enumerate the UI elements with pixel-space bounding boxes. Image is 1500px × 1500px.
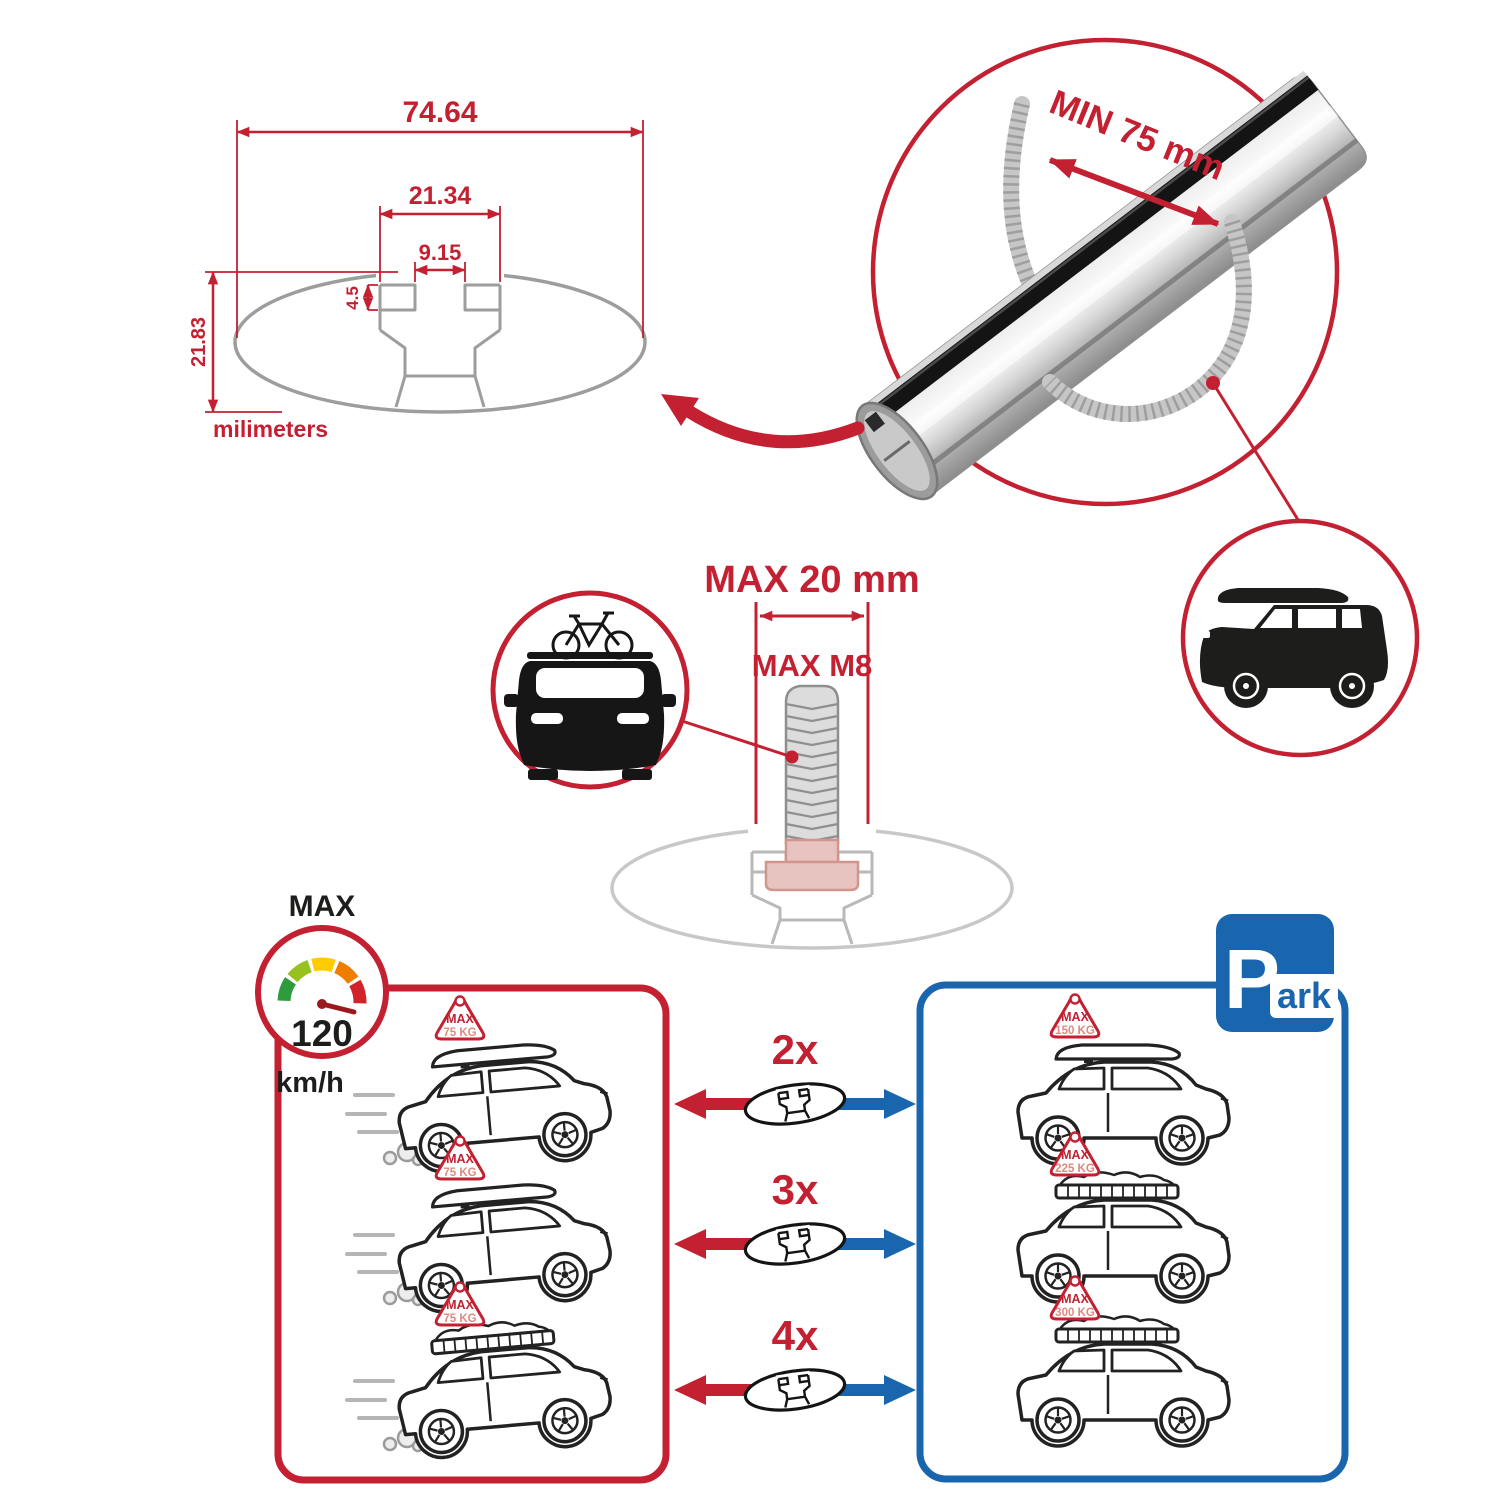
speed-max-label: MAX [289, 890, 356, 923]
badge-value: 75 KG [443, 1313, 476, 1325]
badge-value: 225 KG [1055, 1163, 1095, 1175]
crossbar-cross-section-diagram: 74.64 21.34 9.15 4.5 21.83 milimeters [188, 96, 647, 442]
speed-limit-badge: MAX 120 km/h [255, 890, 389, 1099]
bolt-icon [764, 684, 860, 892]
pointer-arrow-to-drawing [661, 394, 865, 449]
speed-value: 120 [291, 1013, 353, 1054]
dim-total-height-label: 21.83 [188, 317, 210, 367]
badge-title: MAX [446, 1152, 474, 1166]
connector-line-to-car [1211, 382, 1302, 524]
red-arrow-left [674, 1375, 795, 1405]
dim-slot-width-label: 9.15 [419, 240, 462, 265]
load-badge-driving-3: MAX 75 KG [434, 1281, 486, 1327]
red-arrow-left [674, 1089, 795, 1119]
multiplier-row-4x: 4x [674, 1312, 916, 1418]
bolt-diagram: MAX 20 mm MAX M8 [610, 559, 1014, 950]
multiplier-3x: 3x [772, 1166, 819, 1213]
badge-title: MAX [446, 1298, 474, 1312]
gauge-arcs [277, 957, 367, 1004]
crossbar-detail-circle: MIN 75 mm [661, 37, 1367, 524]
bolt-t-head [764, 860, 860, 892]
blue-arrow-right [795, 1229, 916, 1259]
suv-wheel-front [1224, 664, 1268, 708]
badge-value: 75 KG [443, 1027, 476, 1039]
load-badge-parked-2: MAX 225 KG [1049, 1131, 1101, 1177]
bar-end-cap [855, 401, 939, 501]
badge-title: MAX [1061, 1148, 1089, 1162]
profile-icon [741, 1076, 849, 1132]
bike-car-front-circle [490, 590, 690, 790]
min-span-arrow [1048, 157, 1220, 227]
badge-title: MAX [1061, 1010, 1089, 1024]
t-slot-channel [378, 283, 502, 408]
load-badge-parked-3: MAX 300 KG [1049, 1275, 1101, 1321]
multiplier-row-3x: 3x [674, 1166, 916, 1272]
speed-unit: km/h [276, 1067, 344, 1099]
badge-value: 75 KG [443, 1167, 476, 1179]
red-arrow-left [674, 1229, 795, 1259]
roofbox-car-circle [1180, 518, 1420, 758]
dim-lip-depth-label: 4.5 [343, 286, 362, 310]
badge-title: MAX [446, 1012, 474, 1026]
unit-label: milimeters [213, 416, 328, 442]
multiplier-row-2x: 2x [674, 1026, 916, 1132]
blue-arrow-right [795, 1375, 916, 1405]
badge-value: 300 KG [1055, 1307, 1095, 1319]
badge-title: MAX [1061, 1292, 1089, 1306]
badge-value: 150 KG [1055, 1025, 1095, 1037]
profile-icon [741, 1216, 849, 1272]
load-badge-parked-1: MAX 150 KG [1049, 993, 1101, 1039]
multiplier-2x: 2x [772, 1026, 819, 1073]
load-badge-driving-1: MAX 75 KG [434, 995, 486, 1041]
gauge-needle [319, 1001, 357, 1015]
parking-suffix: ark [1277, 975, 1332, 1016]
car-front-icon [504, 652, 676, 780]
multiplier-4x: 4x [772, 1312, 819, 1359]
bolt-shank-in-slot [784, 838, 840, 864]
speedometer-circle [255, 925, 389, 1059]
bolt-point-dot [785, 750, 799, 764]
connector-line-to-bolt [681, 719, 793, 759]
parking-sign: P ark [1216, 914, 1338, 1032]
suv-wheel-rear [1330, 664, 1374, 708]
profile-icon [741, 1362, 849, 1418]
max-width-label: MAX 20 mm [704, 559, 919, 601]
clamp-rod-loop-icon [1042, 214, 1252, 422]
dim-channel-width-label: 21.34 [409, 182, 472, 210]
dimensions [205, 120, 644, 413]
blue-arrow-right [795, 1089, 916, 1119]
load-badge-driving-2: MAX 75 KG [434, 1135, 486, 1181]
dim-total-width-label: 74.64 [402, 96, 477, 129]
max-thread-label: MAX M8 [752, 648, 873, 683]
suv-with-roofbox-icon [1199, 588, 1388, 708]
